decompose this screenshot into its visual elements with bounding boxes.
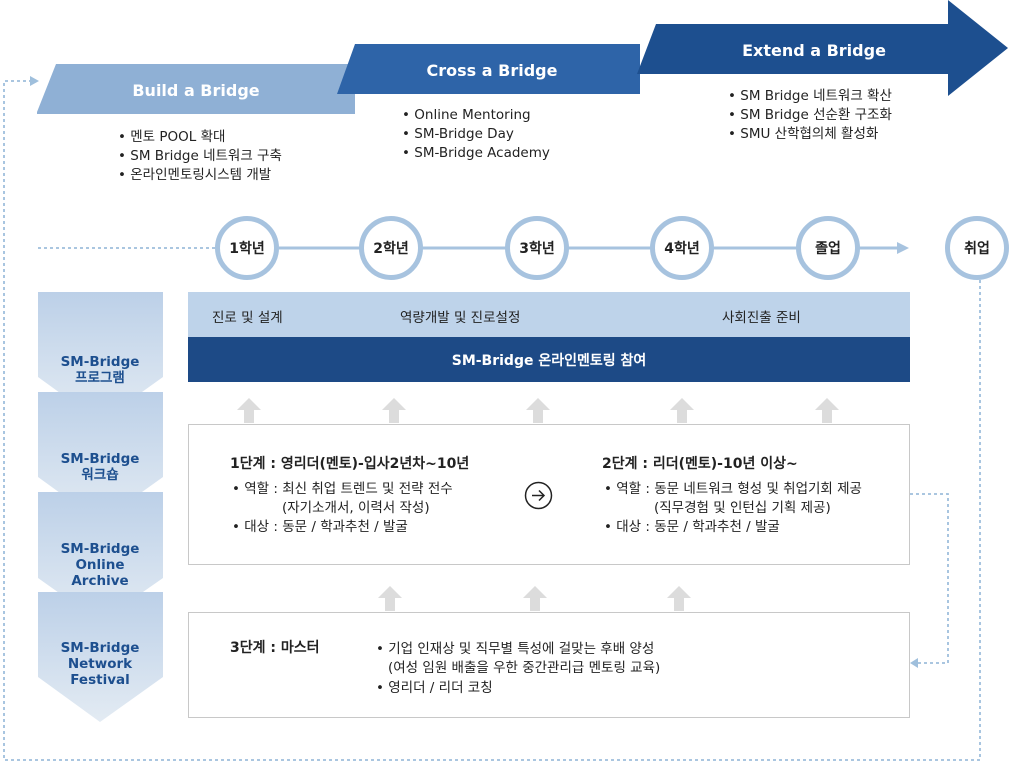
- dotted-frame-line: [3, 80, 981, 761]
- stage-build-items: 멘토 POOL 확대 SM Bridge 네트워크 구축 온라인멘토링시스템 개…: [118, 128, 282, 185]
- program-bar-label: SM-Bridge 온라인멘토링 참여: [451, 353, 647, 369]
- step1-line: • 대상 : 동문 / 학과추천 / 발굴: [232, 519, 408, 535]
- master-step-box: [188, 612, 910, 718]
- side-chevron-1: [38, 292, 163, 422]
- phase-label-2: 역량개발 및 진로설정: [400, 310, 521, 326]
- timeline-employment: 취업: [945, 216, 1009, 280]
- step1-line: • 역할 : 최신 취업 트렌드 및 전략 전수: [232, 481, 453, 497]
- stage-extend-title: Extend a Bridge: [742, 41, 886, 60]
- timeline-year-1: 1학년: [215, 216, 279, 280]
- side-chevron-3: [38, 492, 163, 622]
- phase-band: [188, 292, 910, 337]
- up-arrows-row2: [378, 586, 691, 611]
- step1-title: 1단계 : 영리더(멘토)-입사2년차~10년: [230, 456, 470, 472]
- side-program-1: SM-Bridge 프로그램: [60, 354, 140, 386]
- stage-cross-title: Cross a Bridge: [426, 61, 558, 80]
- stage-extend-shape: [637, 0, 1008, 96]
- stage-build-item: 온라인멘토링시스템 개발: [118, 166, 282, 185]
- step3-line: • 영리더 / 리더 코칭: [376, 680, 493, 696]
- step3-line: (여성 임원 배출을 우한 중간관리급 멘토링 교육): [388, 660, 661, 676]
- stage-cross-shape: [337, 44, 640, 94]
- stage-extend-items: SM Bridge 네트워크 확산 SM Bridge 선순환 구조화 SMU …: [728, 87, 892, 144]
- stage-cross-item: SM-Bridge Academy: [402, 144, 550, 163]
- program-bar: [188, 337, 910, 382]
- side-program-2: SM-Bridge 워크숍: [60, 451, 140, 483]
- stage-extend-item: SM Bridge 네트워크 확산: [728, 87, 892, 106]
- stage-build-shape: [37, 64, 355, 114]
- step3-line: • 기업 인재상 및 직무별 특성에 걸맞는 후배 양성: [376, 641, 655, 657]
- side-program-3: SM-Bridge Online Archive: [60, 541, 140, 589]
- stage-build-item: 멘토 POOL 확대: [118, 128, 282, 147]
- stage-extend-item: SMU 산학협의체 활성화: [728, 125, 892, 144]
- stage-build-title: Build a Bridge: [132, 81, 260, 100]
- timeline-year-4: 4학년: [650, 216, 714, 280]
- side-chevron-2: [38, 392, 163, 522]
- stage-cross-item: SM-Bridge Day: [402, 125, 550, 144]
- stage-extend-item: SM Bridge 선순환 구조화: [728, 106, 892, 125]
- timeline-graduation: 졸업: [796, 216, 860, 280]
- step-connector-arrowhead: [910, 658, 918, 668]
- frame-arrowhead: [30, 76, 39, 86]
- step2-line: (직무경험 및 인턴십 기획 제공): [654, 500, 831, 516]
- phase-label-3: 사회진출 준비: [722, 310, 801, 326]
- timeline-arrowhead: [897, 242, 909, 254]
- step2-line: • 역할 : 동문 네트워크 형성 및 취업기회 제공: [604, 481, 862, 497]
- side-chevron-4: [38, 592, 163, 722]
- phase-label-1: 진로 및 설계: [212, 310, 283, 326]
- up-arrows-row1: [237, 398, 839, 423]
- arrow-right-circle-icon: [524, 481, 553, 510]
- step3-title: 3단계 : 마스터: [230, 640, 320, 656]
- step2-line: • 대상 : 동문 / 학과추천 / 발굴: [604, 519, 780, 535]
- timeline-year-3: 3학년: [505, 216, 569, 280]
- stage-cross-item: Online Mentoring: [402, 106, 550, 125]
- stage-build-item: SM Bridge 네트워크 구축: [118, 147, 282, 166]
- step1-line: (자기소개서, 이력서 작성): [282, 500, 430, 516]
- timeline-year-2: 2학년: [359, 216, 423, 280]
- step2-title: 2단계 : 리더(멘토)-10년 이상~: [602, 456, 798, 472]
- stage-cross-items: Online Mentoring SM-Bridge Day SM-Bridge…: [402, 106, 550, 163]
- step-connector-dotted: [910, 493, 949, 664]
- side-program-4: SM-Bridge Network Festival: [60, 640, 140, 688]
